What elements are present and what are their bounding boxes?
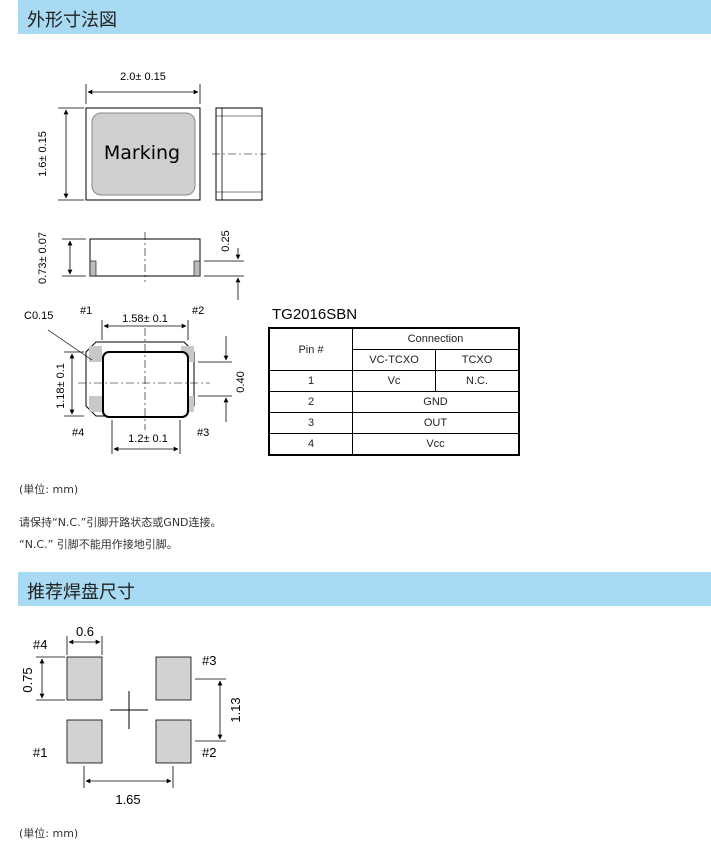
table-row: 3 OUT [268,412,520,434]
pad-span-label: 1.58± 0.1 [122,313,168,325]
nc-note-2: “N.C.” 引脚不能用作接地引脚。 [19,538,178,551]
pad-gap-label: 0.40 [235,371,247,392]
connection-table: Pin # Connection VC-TCXO TCXO 1 Vc N.C. … [268,327,520,456]
footprint-drawing: 0.6 0.75 1.13 1.65 #4 #3 #1 #2 [20,624,243,807]
pin-cell: 3 [268,412,353,434]
terminal-thickness-label: 0.25 [220,230,232,251]
package-title: TG2016SBN [272,306,358,323]
pad-2 [155,719,192,764]
nc-note-1: 请保持“N.C.”引脚开路状态或GND连接。 [19,516,222,529]
footprint-pin1-label: #1 [33,745,47,760]
width-label: 2.0± 0.15 [120,71,166,83]
bottom-view: C0.15 #1 #2 #3 #4 1.58± 0.1 1.18± 0.1 0.… [24,305,247,454]
unit-note-2: (単位: mm) [19,827,79,840]
table-row: 2 GND [268,391,520,413]
chamfer-label: C0.15 [24,310,53,322]
footprint-pitch-x-label: 1.65 [115,792,140,807]
footprint-pad-width-label: 0.6 [76,624,94,639]
vctcxo-cell: Vc [352,370,436,392]
header-pin: Pin # [268,327,353,371]
table-row: 1 Vc N.C. [268,370,520,392]
tcxo-cell: N.C. [435,370,520,392]
footprint-pitch-y-label: 1.13 [228,697,243,722]
section-header-dimensions: 外形寸法図 [18,0,711,34]
top-view: Marking 2.0± 0.15 1.6± 0.15 [37,71,201,201]
section-header-footprint: 推荐焊盘尺寸 [18,572,711,606]
pin-cell: 1 [268,370,353,392]
section-title-dimensions: 外形寸法図 [27,10,117,31]
header-vctcxo: VC-TCXO [352,349,436,371]
outline-drawing: Marking 2.0± 0.15 1.6± 0.15 0.73± 0.07 0… [24,71,266,454]
footprint-pin3-label: #3 [202,653,216,668]
section-title-footprint: 推荐焊盘尺寸 [27,582,135,603]
pad-1 [66,719,103,764]
header-tcxo: TCXO [435,349,520,371]
height-label: 1.6± 0.15 [37,131,49,177]
pad-width-label: 1.2± 0.1 [128,433,168,445]
pin-cell: 2 [268,391,353,413]
connection-cell: Vcc [352,433,520,456]
bottom-pin4-label: #4 [72,427,84,439]
connection-cell: OUT [352,412,520,434]
side-view-right [212,107,266,201]
header-connection: Connection [352,327,520,350]
bottom-pin1-label: #1 [80,305,92,317]
pin-cell: 4 [268,433,353,456]
thickness-label: 0.73± 0.07 [37,232,49,284]
bottom-pin3-label: #3 [197,427,209,439]
bottom-pin2-label: #2 [192,305,204,317]
pad-4 [66,656,103,701]
marking-label: Marking [104,142,180,164]
marking-area [91,112,196,196]
unit-note: (単位: mm) [19,483,79,496]
footprint-pin4-label: #4 [33,637,47,652]
pad-height-label: 1.18± 0.1 [55,363,67,409]
footprint-pad-height-label: 0.75 [20,667,35,692]
footprint-pin2-label: #2 [202,745,216,760]
table-row: 4 Vcc [268,433,520,456]
connection-cell: GND [352,391,520,413]
side-view-front: 0.73± 0.07 0.25 [37,230,244,300]
pad-3 [155,656,192,701]
